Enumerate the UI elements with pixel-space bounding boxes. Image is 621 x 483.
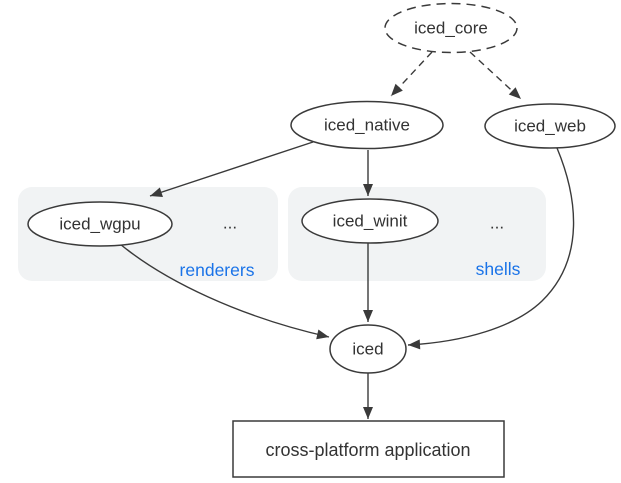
edge-iced-core-to-iced-native [390,51,433,97]
node-iced-web [484,103,616,149]
group-label-renderers: renderers [180,260,255,280]
edge-iced-web-to-iced [407,147,575,350]
node-iced-winit [301,198,439,244]
edge-iced-wgpu-to-iced [119,243,330,340]
shells-ellipsis: ... [490,214,504,233]
node-label-iced-wgpu: iced_wgpu [59,215,140,234]
node-label-iced-core: iced_core [414,19,488,38]
node-label-iced-web: iced_web [514,117,586,136]
node-label-application: cross-platform application [265,440,470,460]
renderers-ellipsis: ... [223,214,237,233]
node-application [232,420,505,478]
node-iced-core [384,2,518,54]
node-label-iced-native: iced_native [324,116,410,135]
node-iced-native [290,100,444,150]
node-iced-wgpu [27,201,173,247]
edge-iced-core-to-iced-web [469,51,522,100]
node-label-iced-winit: iced_winit [333,212,408,231]
node-label-iced: iced [352,340,383,359]
node-iced [329,324,407,374]
group-label-shells: shells [476,259,521,279]
edge-iced-native-to-iced-wgpu [149,141,314,197]
